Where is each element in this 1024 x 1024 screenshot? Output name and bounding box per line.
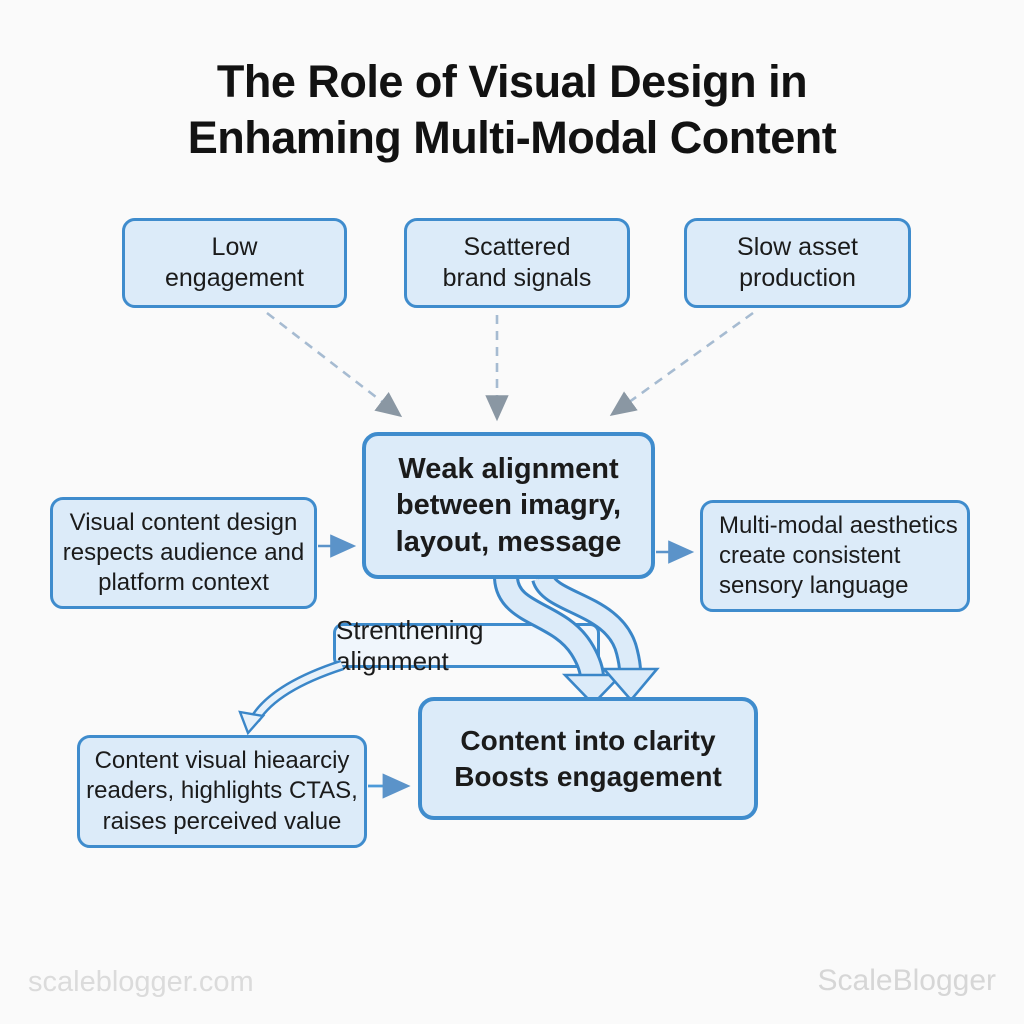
node-content-visual-hierarchy: Content visual hieaarciy readers, highli… [77,735,367,848]
page-title: The Role of Visual Design in Enhaming Mu… [187,56,837,163]
dashed-arrow-low-to-central [266,311,403,418]
label-strengthening-alignment: Strenthening alignment [333,615,600,676]
node-visual-content-design: Visual content design respects audience … [50,497,317,609]
node-weak-alignment: Weak alignment between imagry, layout, m… [362,432,655,579]
footer-site-url: scaleblogger.com [28,966,254,998]
node-content-into-clarity: Content into clarity Boosts engagement [418,697,758,820]
curved-arrow-band-to-bottomleft [238,659,344,736]
node-scattered-brand-signals: Scattered brand signals [404,218,630,308]
node-multi-modal-aesthetics: Multi-modal aesthetics create consistent… [700,500,970,612]
dashed-arrow-slow-to-central [609,311,754,417]
node-low-engagement: Low engagement [122,218,347,308]
footer-brand: ScaleBlogger [817,964,996,997]
node-slow-asset-production: Slow asset production [684,218,911,308]
